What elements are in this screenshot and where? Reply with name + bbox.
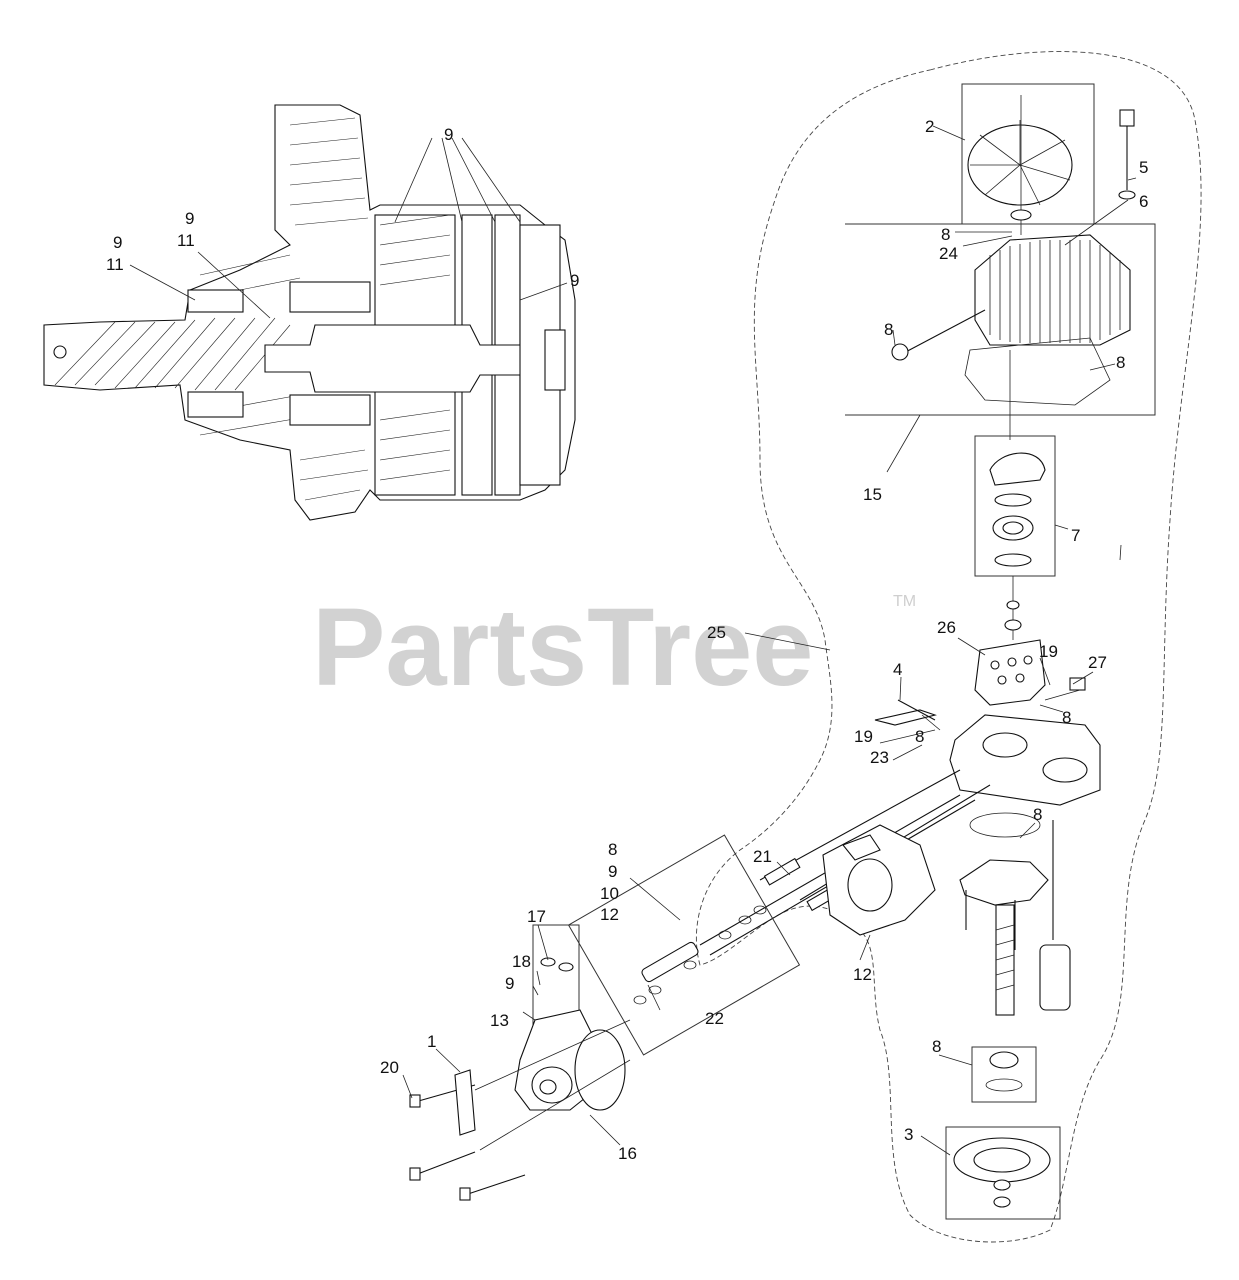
cross-section-view (43, 104, 576, 521)
callout-10: 10 (600, 884, 619, 903)
callout-9: 9 (608, 862, 617, 881)
callout-3: 3 (904, 1125, 913, 1144)
callout-25: 25 (707, 623, 726, 642)
bearing-stack-group (974, 435, 1056, 640)
callout-6: 6 (1139, 192, 1148, 211)
callout-7: 7 (1071, 526, 1080, 545)
fan-and-housing-group (845, 83, 1156, 440)
pump-seal-group (567, 834, 801, 1056)
callout-19: 19 (854, 727, 873, 746)
bolts-group (409, 1019, 631, 1201)
callout-22: 22 (705, 1009, 724, 1028)
assembly-boundary-outline (695, 51, 1202, 1243)
cylinder-block-group (974, 639, 1046, 706)
callout-8: 8 (1062, 708, 1071, 727)
leader-lines (129, 125, 1137, 1156)
callout-labels: 9 9 11 9 11 9 2 5 6 8 24 8 8 15 7 25 26 … (106, 117, 1148, 1163)
callout-20: 20 (380, 1058, 399, 1077)
callout-9: 9 (505, 974, 514, 993)
watermark-trademark: TM (893, 593, 916, 610)
callout-27: 27 (1088, 653, 1107, 672)
callout-11: 11 (106, 255, 124, 274)
callout-9: 9 (113, 233, 122, 252)
callout-4: 4 (893, 660, 902, 679)
callout-12: 12 (853, 965, 872, 984)
watermark-text: PartsTree (312, 586, 813, 709)
callout-11: 11 (177, 231, 195, 250)
callout-15: 15 (863, 485, 882, 504)
callout-12: 12 (600, 905, 619, 924)
charge-pump-group (514, 924, 626, 1111)
watermark: PartsTree TM (312, 586, 916, 709)
callout-13: 13 (490, 1011, 509, 1030)
callout-9: 9 (570, 271, 579, 290)
callout-8: 8 (884, 320, 893, 339)
callout-8: 8 (1116, 353, 1125, 372)
callout-16: 16 (618, 1144, 637, 1163)
callout-8: 8 (932, 1037, 941, 1056)
callout-9: 9 (444, 125, 453, 144)
callout-5: 5 (1139, 158, 1148, 177)
callout-8: 8 (1033, 805, 1042, 824)
end-cap-group (822, 824, 936, 936)
callout-18: 18 (512, 952, 531, 971)
callout-17: 17 (527, 907, 546, 926)
callout-21: 21 (753, 847, 772, 866)
callout-9: 9 (185, 209, 194, 228)
callout-1: 1 (427, 1032, 436, 1051)
callout-2: 2 (925, 117, 934, 136)
callout-8: 8 (915, 727, 924, 746)
callout-8: 8 (608, 840, 617, 859)
callout-19: 19 (1039, 642, 1058, 661)
callout-26: 26 (937, 618, 956, 637)
callout-23: 23 (870, 748, 889, 767)
callout-8: 8 (941, 225, 950, 244)
output-shaft-group (945, 812, 1071, 1220)
callout-24: 24 (939, 244, 958, 263)
